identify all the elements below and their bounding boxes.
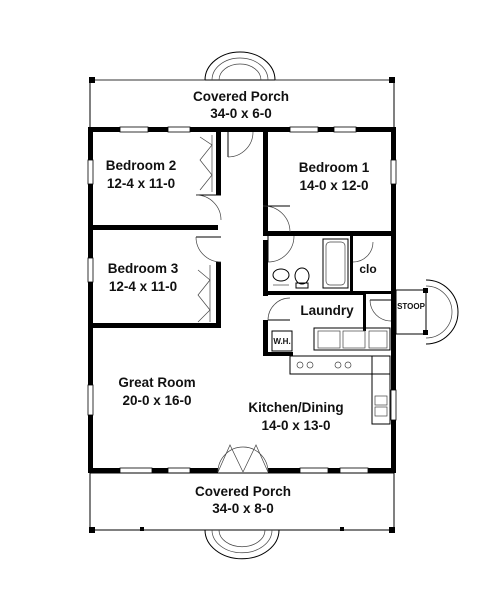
bedroom1-size: 14-0 x 12-0 <box>299 178 368 193</box>
great-room-size: 20-0 x 16-0 <box>122 393 191 408</box>
porch-bottom-name: Covered Porch <box>195 484 291 499</box>
kitchen-size: 14-0 x 13-0 <box>261 418 330 433</box>
clo-label: clo <box>359 262 376 276</box>
bedroom2-size: 12-4 x 11-0 <box>107 176 175 191</box>
bedroom1-name: Bedroom 1 <box>299 160 370 175</box>
porch-top-name: Covered Porch <box>193 89 289 104</box>
stoop <box>395 279 459 345</box>
windows-bottom <box>119 467 369 474</box>
outer-walls <box>88 127 396 473</box>
bedroom2-name: Bedroom 2 <box>106 158 177 173</box>
windows-sides <box>87 159 397 421</box>
windows-top <box>119 126 357 133</box>
great-room-name: Great Room <box>118 375 195 390</box>
stoop-label: STOOP <box>397 302 426 311</box>
bedroom3-name: Bedroom 3 <box>108 261 179 276</box>
porch-bottom-size: 34-0 x 8-0 <box>212 501 274 516</box>
doors <box>195 131 392 473</box>
bottom-porch <box>89 472 395 560</box>
kitchen-name: Kitchen/Dining <box>248 400 343 415</box>
room-labels: Covered Porch 34-0 x 6-0 Bedroom 2 12-4 … <box>106 89 426 516</box>
porch-top-size: 34-0 x 6-0 <box>210 106 272 121</box>
laundry-label: Laundry <box>300 303 354 318</box>
kitchen-fixtures: W.H. <box>271 327 391 425</box>
interior-walls <box>88 132 396 356</box>
bedroom3-size: 12-4 x 11-0 <box>109 279 177 294</box>
bath-fixtures <box>272 238 349 289</box>
water-heater-label: W.H. <box>273 337 290 346</box>
